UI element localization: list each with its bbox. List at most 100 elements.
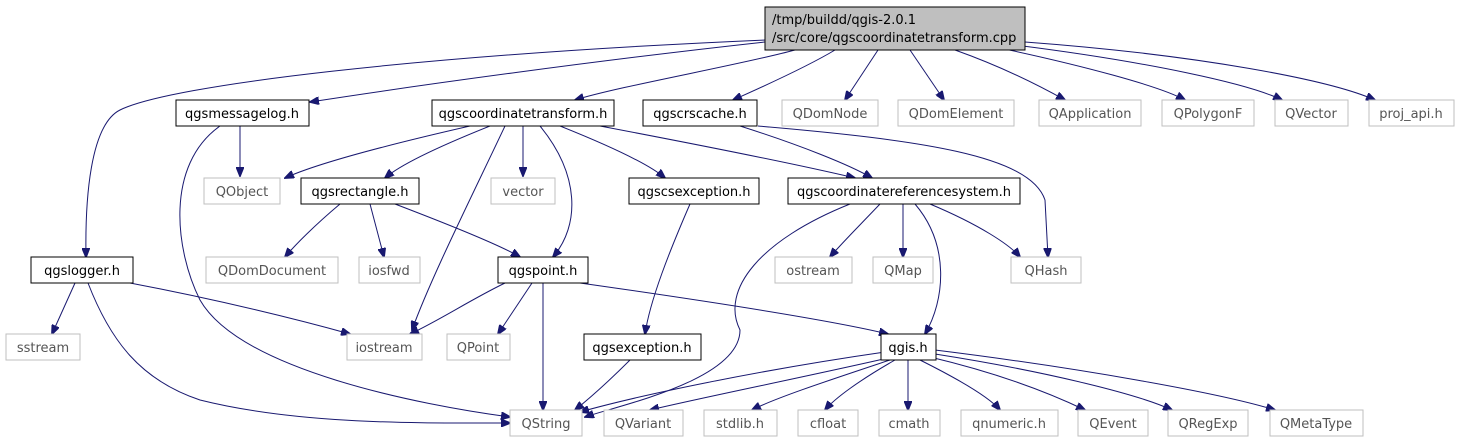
edge-qgscoordinatereferencesystem-ostream xyxy=(830,203,881,257)
edge-qgspoint-iostream xyxy=(410,282,506,334)
nodes: /tmp/buildd/qgis-2.0.1 /src/core/qgscoor… xyxy=(5,6,1455,437)
node-qgscoordinatetransform-h[interactable]: qgscoordinatetransform.h xyxy=(431,99,615,127)
node-QApplication[interactable]: QApplication xyxy=(1038,99,1142,127)
node-root[interactable]: /tmp/buildd/qgis-2.0.1 /src/core/qgscoor… xyxy=(764,6,1026,51)
node-QVector[interactable]: QVector xyxy=(1274,99,1349,127)
node-qgscoordinatereferencesystem-h[interactable]: qgscoordinatereferencesystem.h xyxy=(787,177,1021,205)
node-sstream[interactable]: sstream xyxy=(5,333,81,361)
node-label: qgscoordinatetransform.h xyxy=(439,107,608,122)
node-QMetaType[interactable]: QMetaType xyxy=(1269,409,1364,437)
edge-qgscrscache-qgscoordinatereferencesystem xyxy=(739,125,872,178)
node-qgsexception-h[interactable]: qgsexception.h xyxy=(583,333,702,361)
edge-qgscsexception-qgsexception xyxy=(645,203,691,334)
edge-root-QPolygonF xyxy=(999,47,1185,100)
edge-qgspoint-qgis xyxy=(579,282,888,334)
node-QRegExp[interactable]: QRegExp xyxy=(1167,409,1249,437)
edge-root-QDomNode xyxy=(845,49,879,100)
node-QObject[interactable]: QObject xyxy=(203,177,281,205)
node-label: QObject xyxy=(216,185,269,200)
node-qgsrectangle-h[interactable]: qgsrectangle.h xyxy=(300,177,420,205)
edge-qgscoordinatereferencesystem-QHash xyxy=(929,203,1020,257)
edge-root-proj_api xyxy=(1024,41,1375,100)
edge-qgscoordinatereferencesystem-qgis xyxy=(914,203,942,334)
node-iosfwd[interactable]: iosfwd xyxy=(358,256,421,284)
edge-qgis-qnumeric xyxy=(919,359,1000,410)
edge-qgsmessagelog-QString xyxy=(179,125,510,417)
node-qgsmessagelog-h[interactable]: qgsmessagelog.h xyxy=(175,99,310,127)
node-label: QApplication xyxy=(1049,107,1132,122)
node-qgscrscache-h[interactable]: qgscrscache.h xyxy=(642,99,758,127)
node-label: qgscsexception.h xyxy=(637,185,750,200)
node-label: vector xyxy=(502,185,544,200)
edge-qgslogger-sstream xyxy=(52,282,76,334)
node-cmath[interactable]: cmath xyxy=(878,409,941,437)
node-label: QVector xyxy=(1285,107,1337,122)
edge-qgis-QString xyxy=(580,351,886,412)
edge-qgsrectangle-iosfwd xyxy=(369,203,384,257)
node-label: QString xyxy=(521,417,570,432)
node-label: QDomDocument xyxy=(218,264,326,279)
node-label: QPolygonF xyxy=(1174,107,1243,122)
node-label: QMetaType xyxy=(1280,417,1352,432)
node-label: sstream xyxy=(17,341,69,356)
edge-qgscoordinatetransform-qgspoint xyxy=(539,125,573,257)
edge-qgis-stdlib xyxy=(752,359,891,410)
edge-qgscrscache-QHash xyxy=(757,125,1048,257)
node-QMap[interactable]: QMap xyxy=(872,256,934,284)
edge-root-QDomElement xyxy=(909,49,944,100)
node-proj_api-h[interactable]: proj_api.h xyxy=(1368,99,1455,127)
edge-root-qgscoordinatetransform xyxy=(575,49,796,100)
node-label: QHash xyxy=(1025,264,1068,279)
node-label: qgis.h xyxy=(888,341,927,356)
edge-qgslogger-QString xyxy=(87,282,510,423)
node-cfloat[interactable]: cfloat xyxy=(797,409,859,437)
edge-root-QVector xyxy=(1014,44,1282,100)
node-QDomElement[interactable]: QDomElement xyxy=(897,99,1015,127)
root-line1: /tmp/buildd/qgis-2.0.1 xyxy=(772,13,916,28)
edges xyxy=(52,39,1375,423)
node-QPoint[interactable]: QPoint xyxy=(446,333,511,361)
node-QString[interactable]: QString xyxy=(509,409,583,437)
node-QDomDocument[interactable]: QDomDocument xyxy=(205,256,339,284)
edge-qgscoordinatetransform-QObject xyxy=(285,125,471,178)
node-ostream[interactable]: ostream xyxy=(774,256,853,284)
node-label: cfloat xyxy=(810,417,846,432)
edge-qgspoint-QPoint xyxy=(498,282,533,334)
node-label: qgslogger.h xyxy=(44,264,120,279)
node-QEvent[interactable]: QEvent xyxy=(1077,409,1149,437)
node-label: QRegExp xyxy=(1178,417,1237,432)
edge-qgslogger-iostream xyxy=(129,282,350,334)
node-qgis-h[interactable]: qgis.h xyxy=(880,333,937,361)
node-qgslogger-h[interactable]: qgslogger.h xyxy=(30,256,134,284)
node-vector[interactable]: vector xyxy=(490,177,556,205)
node-QHash[interactable]: QHash xyxy=(1010,256,1082,284)
node-QPolygonF[interactable]: QPolygonF xyxy=(1161,99,1255,127)
edge-qgis-QEvent xyxy=(929,356,1085,410)
node-label: qgscrscache.h xyxy=(653,107,746,122)
node-QDomNode[interactable]: QDomNode xyxy=(781,99,879,127)
node-stdlib-h[interactable]: stdlib.h xyxy=(703,409,778,437)
edge-qgscoordinatetransform-qgscsexception xyxy=(559,125,665,178)
node-label: qgsmessagelog.h xyxy=(185,107,299,122)
edge-root-qgscrscache xyxy=(733,49,836,100)
edge-qgis-cfloat xyxy=(825,359,896,410)
node-label: proj_api.h xyxy=(1379,107,1443,122)
node-label: qgspoint.h xyxy=(509,264,578,279)
node-label: QVariant xyxy=(615,417,671,432)
edge-qgscoordinatetransform-qgsrectangle xyxy=(385,125,491,178)
node-label: QMap xyxy=(884,264,922,279)
edge-root-qgsmessagelog xyxy=(310,41,766,102)
node-qnumeric-h[interactable]: qnumeric.h xyxy=(960,409,1059,437)
node-label: qgscoordinatereferencesystem.h xyxy=(797,185,1011,200)
node-label: QPoint xyxy=(457,341,500,356)
edge-qgsexception-QString xyxy=(575,359,631,410)
node-qgspoint-h[interactable]: qgspoint.h xyxy=(497,256,589,284)
node-QVariant[interactable]: QVariant xyxy=(603,409,684,437)
node-label: ostream xyxy=(786,264,840,279)
edge-qgscoordinatereferencesystem-QString xyxy=(585,203,851,417)
node-qgscsexception-h[interactable]: qgscsexception.h xyxy=(628,177,760,205)
node-label: iostream xyxy=(355,341,412,356)
node-iostream[interactable]: iostream xyxy=(346,333,423,361)
node-label: QDomElement xyxy=(909,107,1004,122)
node-label: qgsexception.h xyxy=(592,341,691,356)
